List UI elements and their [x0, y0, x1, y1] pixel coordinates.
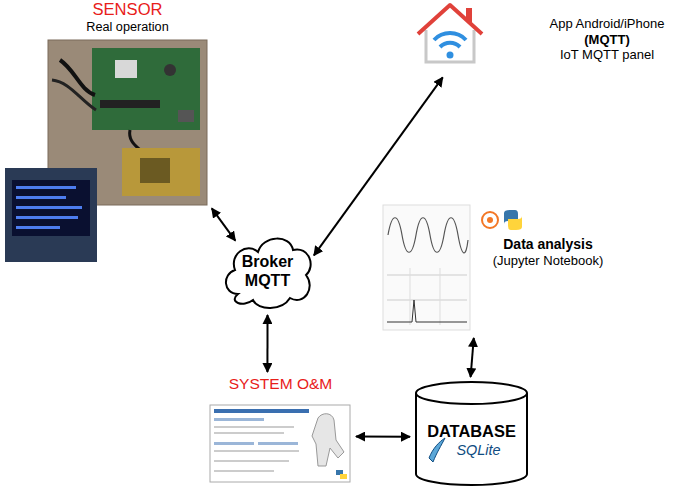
node-text: DATABASE	[413, 422, 530, 442]
app-node: App Android/iPhone(MQTT)IoT MQTT panel	[415, 0, 683, 75]
cylinder-top	[416, 382, 527, 404]
text-group: SENSORReal operation	[45, 0, 210, 35]
text-group: SYSTEM O&M	[208, 375, 353, 394]
node-text: SQLite	[413, 442, 530, 459]
oled-display-photo	[5, 168, 97, 262]
data-analysis-node: Data analysis(Jupyter Notebook)	[380, 200, 615, 335]
jupyter-python-logos	[482, 210, 522, 230]
text-group: Broker MQTT	[220, 230, 315, 312]
cloud-outline	[220, 230, 315, 312]
double-arrow	[266, 315, 268, 372]
node-text: Real operation	[45, 20, 210, 35]
double-arrow	[212, 208, 236, 240]
sqlite-feather	[429, 438, 445, 462]
double-arrow	[314, 77, 443, 255]
plot-image	[383, 205, 470, 330]
double-arrow	[356, 436, 410, 438]
double-arrow	[471, 338, 474, 377]
database-cylinder: DATABASESQLite	[413, 380, 530, 487]
broker-cloud: Broker MQTT	[220, 230, 315, 312]
cloud-path	[226, 239, 311, 308]
node-text: Data analysis	[483, 236, 613, 253]
node-text: Broker MQTT	[242, 252, 294, 290]
node-text: (MQTT)	[533, 32, 681, 48]
text-group: DATABASESQLite	[413, 422, 530, 459]
sensor-node: SENSORReal operation	[45, 0, 210, 206]
text-group: Data analysis(Jupyter Notebook)	[483, 236, 613, 268]
node-text: IoT MQTT panel	[533, 47, 681, 63]
node-text: (Jupyter Notebook)	[483, 253, 613, 269]
smart-home-icon	[418, 5, 482, 62]
text-group: App Android/iPhone(MQTT)IoT MQTT panel	[533, 16, 681, 63]
node-text: SENSOR	[45, 0, 210, 20]
om-screenshot	[210, 405, 350, 482]
node-text: SYSTEM O&M	[208, 375, 353, 394]
node-text: App Android/iPhone	[533, 16, 681, 32]
om-system-node: SYSTEM O&M	[208, 375, 353, 483]
